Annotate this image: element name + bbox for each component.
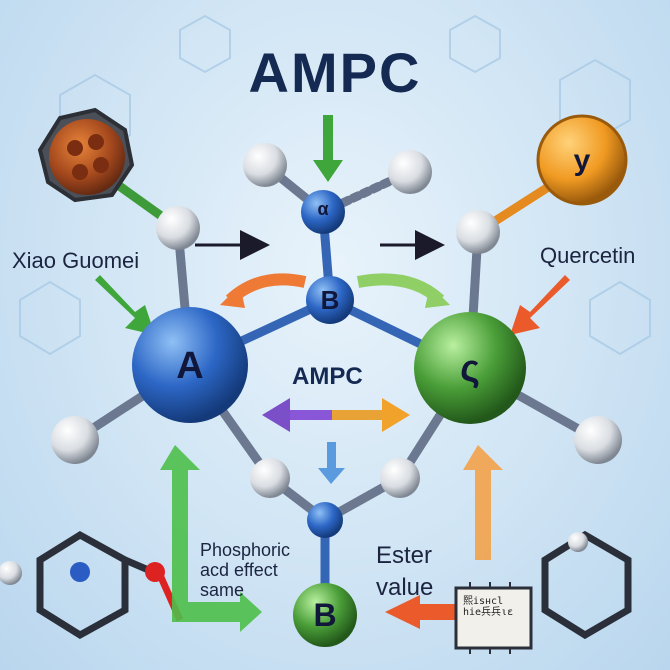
- atom-label-upper-mid: B: [320, 285, 340, 315]
- atom-label-right: ς: [460, 348, 480, 390]
- fruit-label-right: y: [573, 144, 591, 177]
- chip-icon: [454, 582, 533, 654]
- right-fruit-icon: [536, 114, 628, 206]
- note-phosphoric: Phosphoric acd effect same: [200, 540, 291, 600]
- bottom-left-ring: [36, 530, 184, 640]
- label-right-compound: Quercetin: [540, 243, 636, 268]
- atom-label-top: α: [317, 199, 329, 219]
- left-fruit-icon: [37, 107, 135, 203]
- atom-label-bottom: B: [313, 597, 337, 633]
- label-left-compound: Xiao Guomei: [12, 248, 140, 273]
- label-center: AMPC: [292, 363, 363, 390]
- atoms: [0, 143, 622, 647]
- note-ester: Ester value: [376, 542, 434, 601]
- page-title: AMPC: [248, 41, 422, 104]
- flow-arrows: [95, 115, 570, 632]
- bottom-right-ring: [541, 530, 632, 640]
- atom-label-left: A: [176, 345, 204, 387]
- chip-label: 熙isнcl hie兵兵ιε: [463, 596, 514, 618]
